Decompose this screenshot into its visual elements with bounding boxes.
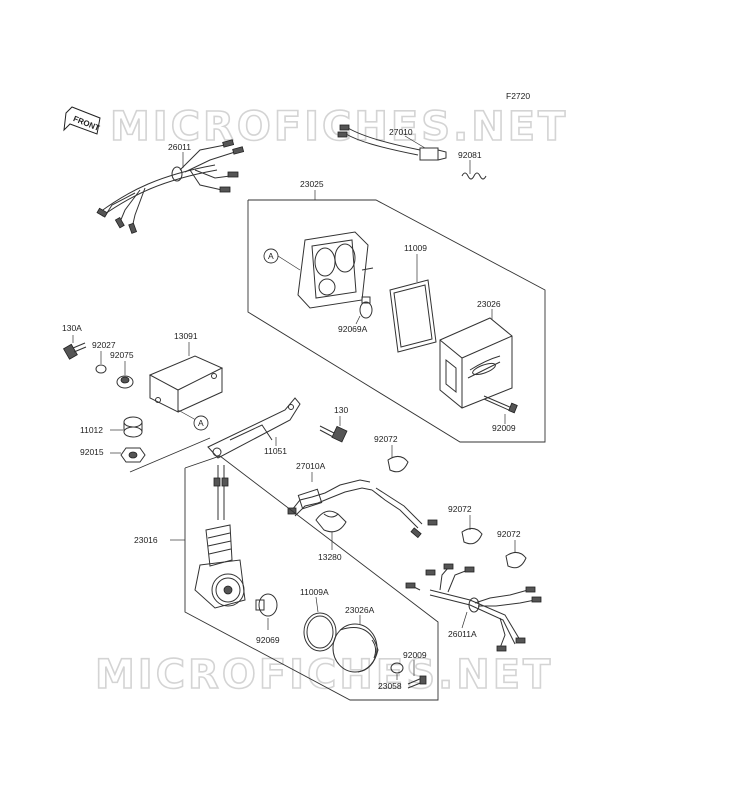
bolt-130A bbox=[62, 342, 87, 360]
label-92027: 92027 bbox=[92, 340, 116, 350]
clamp-92072-b bbox=[461, 528, 483, 545]
label-11009A: 11009A bbox=[300, 587, 329, 597]
label-23058: 23058 bbox=[378, 681, 402, 691]
callout-a-top-letter: A bbox=[268, 251, 274, 261]
assembly-frame-23016 bbox=[184, 455, 439, 701]
watermark-bottom: MICROFICHES.NET bbox=[95, 652, 553, 698]
bulb-92069 bbox=[255, 593, 278, 617]
bracket-11051 bbox=[207, 397, 301, 459]
clamp-92072-a bbox=[387, 456, 409, 473]
lens-23026A bbox=[332, 623, 379, 673]
front-arrow-icon: FRONT bbox=[63, 106, 101, 135]
label-92069: 92069 bbox=[256, 635, 280, 645]
label-23026: 23026 bbox=[477, 299, 501, 309]
label-23026A: 23026A bbox=[345, 605, 375, 615]
label-92072-a: 92072 bbox=[374, 434, 398, 444]
nut-92075 bbox=[116, 375, 134, 389]
callout-a-bottom bbox=[193, 415, 209, 431]
grommet-11012 bbox=[123, 416, 143, 438]
label-13091: 13091 bbox=[174, 331, 198, 341]
label-26011A: 26011A bbox=[448, 629, 477, 639]
wiring-harness-26011 bbox=[96, 139, 245, 234]
gasket-11009 bbox=[389, 279, 437, 353]
switch-27010A bbox=[287, 479, 438, 539]
label-13280: 13280 bbox=[318, 552, 342, 562]
label-92009-top: 92009 bbox=[492, 423, 516, 433]
assembly-frame-23025 bbox=[247, 199, 546, 443]
label-92069A: 92069A bbox=[338, 324, 368, 334]
spring-92081 bbox=[461, 172, 487, 180]
nut-92015 bbox=[120, 447, 146, 463]
label-23016: 23016 bbox=[134, 535, 158, 545]
label-92072-c: 92072 bbox=[497, 529, 521, 539]
label-130: 130 bbox=[334, 405, 348, 415]
screw-92009-bottom bbox=[407, 675, 427, 689]
switch-27010 bbox=[337, 124, 447, 161]
washer-92027 bbox=[95, 364, 107, 374]
label-92015: 92015 bbox=[80, 447, 104, 457]
label-27010A: 27010A bbox=[296, 461, 326, 471]
label-11009: 11009 bbox=[404, 243, 427, 253]
label-11051: 11051 bbox=[264, 446, 287, 456]
label-92081: 92081 bbox=[458, 150, 482, 160]
clamp-92072-c bbox=[505, 552, 527, 569]
wiring-harness-26011A bbox=[405, 563, 542, 652]
label-11012: 11012 bbox=[80, 425, 103, 435]
washer-23058 bbox=[390, 662, 404, 674]
bolt-130 bbox=[319, 425, 348, 443]
callout-a-bottom-letter: A bbox=[198, 418, 204, 428]
turn-signal-23016 bbox=[194, 465, 246, 609]
holder-13280 bbox=[315, 510, 347, 533]
watermark-top: MICROFICHES.NET bbox=[110, 104, 568, 150]
label-23025: 23025 bbox=[300, 179, 324, 189]
lens-cover-23026 bbox=[439, 317, 513, 409]
label-130A: 130A bbox=[62, 323, 82, 333]
gasket-11009A bbox=[303, 612, 337, 652]
label-92072-b: 92072 bbox=[448, 504, 472, 514]
leader-92015 bbox=[129, 437, 211, 473]
screw-92009-top bbox=[483, 395, 518, 414]
figure-code: F2720 bbox=[506, 91, 530, 101]
label-92075: 92075 bbox=[110, 350, 134, 360]
label-27010: 27010 bbox=[389, 127, 413, 137]
bracket-13091 bbox=[148, 355, 224, 413]
label-26011: 26011 bbox=[168, 142, 191, 152]
bulb-92069A bbox=[359, 296, 373, 319]
label-92009-bottom: 92009 bbox=[403, 650, 427, 660]
